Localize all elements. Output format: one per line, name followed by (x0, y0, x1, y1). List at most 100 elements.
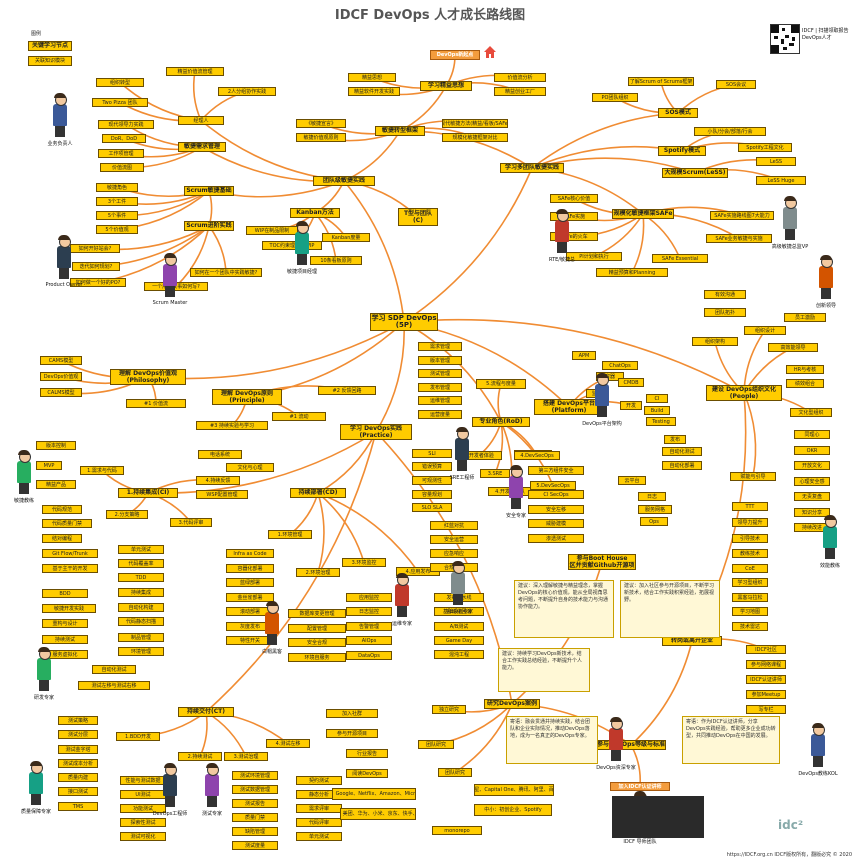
node-sec3[interactable]: 第三方组件安全 (528, 466, 584, 475)
node-safe1[interactable]: SAFe核心价值 (550, 194, 598, 203)
node-cd23[interactable]: A/B测试 (434, 622, 484, 631)
node-ct18[interactable]: 测试报告 (232, 799, 278, 808)
node-cd7[interactable]: 蓝绿部署 (226, 578, 274, 587)
node-safe[interactable]: 规模化敏捷框架SAFe (612, 209, 674, 219)
node-sec5[interactable]: 安全左移 (528, 505, 584, 514)
node-ci4[interactable]: 精益产品 (36, 480, 76, 489)
node-safe7[interactable]: SAFe Essential (652, 254, 708, 263)
node-kb[interactable]: Kanban方法 (290, 208, 340, 218)
node-sre[interactable]: 3.SRE (480, 469, 510, 478)
node-boot[interactable]: 参与Boot House 社区并贡献Github开源项目 (568, 554, 636, 570)
node-mgr1[interactable]: 经理人 (178, 116, 224, 125)
node-pl15[interactable]: 服务网格 (638, 505, 672, 514)
node-cu2[interactable]: OKR (794, 446, 830, 455)
node-ag3[interactable]: 现代敏捷方法(精益/看板/SAFe) (442, 119, 508, 128)
node-cd22[interactable]: 自动化回滚 (434, 607, 484, 616)
node-ci20[interactable]: BDD (42, 589, 88, 598)
node-bm5[interactable]: 现代领导力实践 (98, 120, 154, 129)
node-sm2[interactable]: 3个工件 (96, 197, 138, 206)
node-ce4[interactable]: 参加Meetup (746, 690, 786, 699)
node-ci23[interactable]: 持续测试 (42, 635, 88, 644)
node-pl11[interactable]: 自动化测试 (662, 447, 702, 456)
node-ro1[interactable]: 需求管理 (418, 342, 462, 351)
node-start[interactable]: DevOps新起点 (430, 50, 480, 60)
node-sec4[interactable]: Cl SecOps (528, 490, 584, 499)
node-smp[interactable]: Scrum进阶实践 (184, 221, 234, 231)
node-ct16[interactable]: 测试环境管理 (232, 771, 278, 780)
node-cd14[interactable]: 安全合规 (288, 638, 346, 647)
node-ro6[interactable]: 运营度量 (418, 410, 462, 419)
node-less1[interactable]: LeSS (756, 157, 796, 166)
node-safe5[interactable]: SAFe业务敏捷与实施 (706, 234, 772, 243)
node-pl16[interactable]: Ops (640, 517, 668, 526)
node-research[interactable]: 研究DevOps案例 (484, 699, 540, 709)
node-less2[interactable]: LeSS Huge (756, 176, 806, 185)
node-ci3[interactable]: 1.需求与代码 (80, 466, 124, 475)
node-ci10[interactable]: Git Flow/Trunk (42, 549, 98, 558)
node-ct21[interactable]: 测试度量 (232, 841, 278, 850)
node-lean4[interactable]: 精益创业工厂 (494, 87, 546, 96)
node-smp3[interactable]: 如何做一个好的PO? (70, 278, 126, 287)
node-bm2[interactable]: Two Pizza 团队 (92, 98, 148, 107)
node-sec1[interactable]: 4.DevSecOps (514, 451, 560, 460)
node-ro4[interactable]: 发布管理 (418, 383, 462, 392)
node-rs6[interactable]: 行业报告 (346, 749, 388, 758)
node-peop[interactable]: 建设 DevOps组织文化 (People) (706, 385, 782, 401)
node-sp1[interactable]: 小队/分会/部落/行会 (694, 127, 766, 136)
node-ci9[interactable]: 结对编程 (42, 534, 82, 543)
node-rs10[interactable]: 二线：美团、华为、小米、京东、快手、Etsy (340, 808, 416, 820)
node-safe6[interactable]: PI计划和执行 (566, 252, 622, 261)
node-pe3[interactable]: 组织设计 (744, 326, 786, 335)
node-ct19[interactable]: 质量门禁 (232, 813, 278, 822)
node-ci22[interactable]: 重构与设计 (42, 619, 88, 628)
node-ct14[interactable]: 探索性测试 (120, 818, 166, 827)
node-cc8[interactable]: 学习地图 (732, 607, 768, 616)
node-ct2[interactable]: 3.测试治理 (224, 752, 268, 761)
node-cd6[interactable]: 容器化部署 (226, 564, 274, 573)
node-sec9[interactable]: 安全运营 (430, 535, 478, 544)
node-lean1[interactable]: 精益思想 (348, 73, 396, 82)
node-kb1[interactable]: WIP在制品限制 (246, 226, 298, 235)
node-ci30[interactable]: WSP配置管理 (196, 490, 248, 499)
node-cu6[interactable]: 知识分享 (794, 508, 830, 517)
node-smp2[interactable]: 迭代如何规划? (72, 262, 120, 271)
node-ct10[interactable]: TMS (58, 802, 98, 811)
node-ag2[interactable]: 敏捷价值观原则 (296, 133, 346, 142)
node-sos[interactable]: SOS模式 (658, 108, 698, 118)
node-ct[interactable]: 持续交付(CT) (178, 707, 234, 717)
node-role[interactable]: 专业角色(RoD) (472, 417, 530, 427)
node-pl8[interactable]: 开发 (620, 401, 642, 410)
node-sec8[interactable]: 红蓝对抗 (430, 521, 478, 530)
node-sm[interactable]: Scrum敏捷基础 (184, 186, 234, 196)
node-cc7[interactable]: 黑客马拉松 (732, 593, 768, 602)
node-cd17[interactable]: 日志监控 (346, 607, 392, 616)
node-ci28[interactable]: 4.持续反馈 (196, 476, 240, 485)
node-pl6[interactable]: Build (644, 406, 670, 415)
node-cd20[interactable]: DataOps (346, 651, 392, 660)
node-ci8[interactable]: 代码质量门禁 (42, 519, 92, 528)
node-pl5[interactable]: CI (646, 394, 668, 403)
node-rs9[interactable]: 三星、Capital One、腾讯、阿里、百度 (474, 784, 554, 796)
node-sec6[interactable]: 威胁建模 (528, 519, 584, 528)
node-cult[interactable]: 文化型组织 (790, 408, 832, 417)
node-ci26[interactable]: 测试左移与测试右移 (78, 681, 150, 690)
node-sos3[interactable]: PO团队组织 (592, 93, 638, 102)
node-scale[interactable]: 学习多团队敏捷实践 (500, 163, 564, 173)
node-pl1[interactable]: APM (572, 351, 596, 360)
node-rs4[interactable]: 加入社群 (326, 709, 378, 718)
node-rs12[interactable]: monorepo (432, 826, 482, 835)
node-ct3[interactable]: 4.测试左移 (266, 739, 310, 748)
node-ct25[interactable]: 代码评审 (296, 818, 342, 827)
node-rs8[interactable]: 一些：Google、Netflix、Amazon、Microsoft (332, 788, 416, 800)
node-sec10[interactable]: 应急响应 (430, 549, 478, 558)
node-cd16[interactable]: 应用监控 (346, 593, 392, 602)
node-ci29[interactable]: 文化与心理 (226, 463, 274, 472)
node-pl4[interactable]: CMDB (618, 378, 644, 387)
node-learn_dev[interactable]: 学习精益思想 (420, 81, 472, 91)
node-bm4[interactable]: 2人分组协作实践 (218, 87, 276, 96)
node-prin[interactable]: 理解 DevOps原则 (Principle) (212, 389, 282, 405)
node-safe3[interactable]: SAFe的火车 (550, 232, 598, 241)
node-cd8[interactable]: 金丝雀部署 (226, 593, 274, 602)
node-cu4[interactable]: 心理安全感 (794, 477, 830, 486)
node-sre5[interactable]: SLO SLA (412, 503, 452, 512)
